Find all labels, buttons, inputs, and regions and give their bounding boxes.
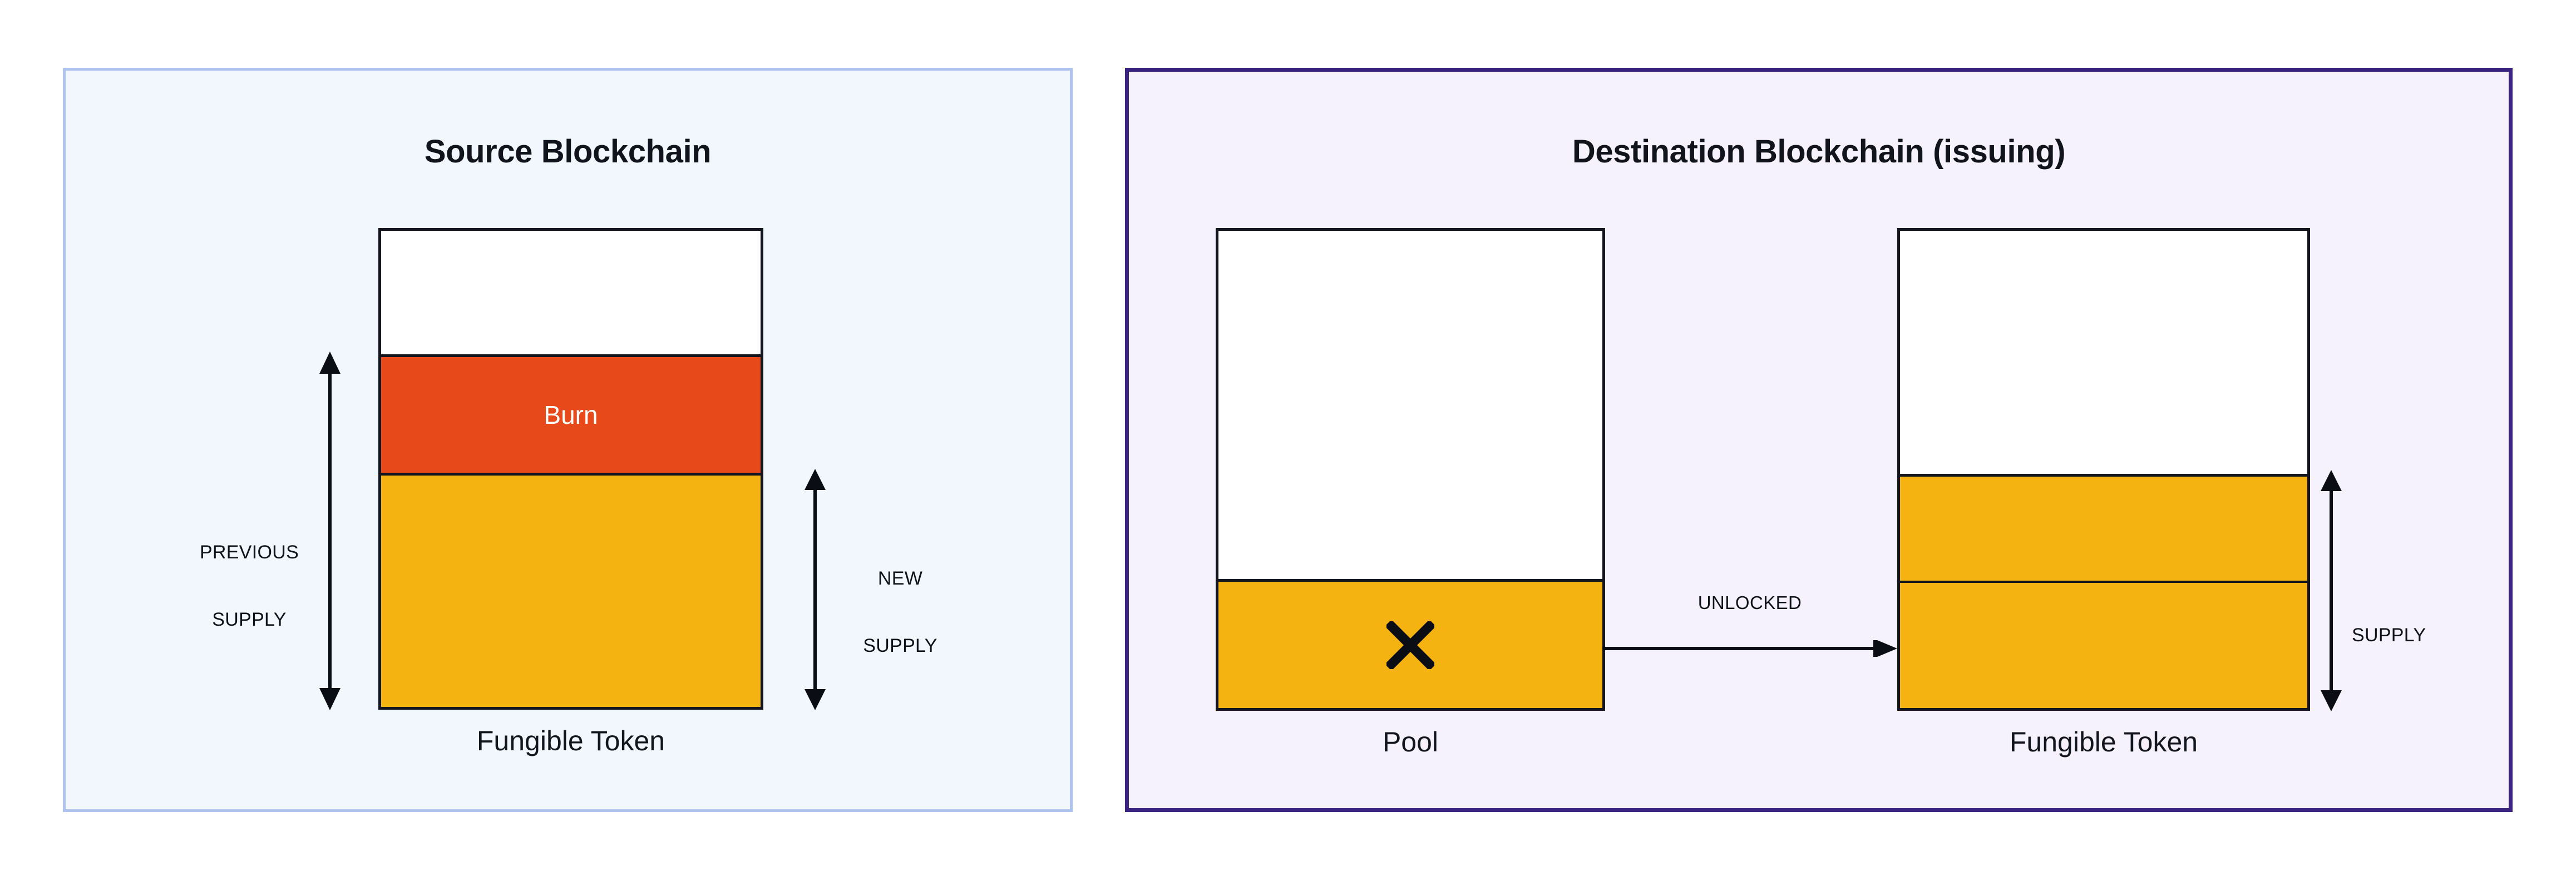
unlocked-label: UNLOCKED xyxy=(1697,592,1802,613)
supply-label: SUPPLY xyxy=(2352,580,2480,691)
previous-supply-label-line1: PREVIOUS xyxy=(199,542,299,563)
pool-bar-segment-unlocked xyxy=(1218,579,1602,708)
source-panel-title: Source Blockchain xyxy=(424,133,712,170)
destination-bar-segment-minted xyxy=(1900,474,2307,581)
new-supply-arrow xyxy=(804,469,826,710)
source-blockchain-panel: Source Blockchain Burn Fungible Token PR… xyxy=(63,68,1073,812)
previous-supply-label: PREVIOUS SUPPLY xyxy=(182,497,316,675)
destination-bar-segment-existing xyxy=(1900,581,2307,708)
destination-panel-title: Destination Blockchain (issuing) xyxy=(1572,133,2066,170)
destination-bar-segment-empty xyxy=(1900,231,2307,474)
pool-bar-segment-empty xyxy=(1218,231,1602,579)
previous-supply-label-line2: SUPPLY xyxy=(212,608,287,630)
source-bar-segment-remaining xyxy=(381,476,761,707)
supply-label-line1: SUPPLY xyxy=(2352,625,2426,646)
source-bar-segment-burn: Burn xyxy=(381,354,761,476)
pool-bar xyxy=(1216,228,1605,711)
unlocked-transfer-arrow xyxy=(1602,640,1897,657)
destination-blockchain-panel: Destination Blockchain (issuing) Pool UN… xyxy=(1125,68,2513,812)
destination-fungible-token-bar xyxy=(1897,228,2310,711)
pool-bar-caption: Pool xyxy=(1382,726,1439,758)
destination-bar-caption: Fungible Token xyxy=(2009,726,2198,758)
supply-arrow xyxy=(2320,470,2342,711)
source-fungible-token-bar: Burn xyxy=(378,228,763,710)
new-supply-label-line1: NEW xyxy=(877,568,923,590)
new-supply-label: NEW SUPPLY xyxy=(836,523,964,701)
source-bar-segment-empty xyxy=(381,231,761,354)
new-supply-label-line2: SUPPLY xyxy=(863,635,937,656)
x-icon xyxy=(1386,621,1434,669)
burn-label: Burn xyxy=(544,400,598,429)
source-bar-caption: Fungible Token xyxy=(476,725,665,756)
previous-supply-arrow xyxy=(319,352,341,710)
